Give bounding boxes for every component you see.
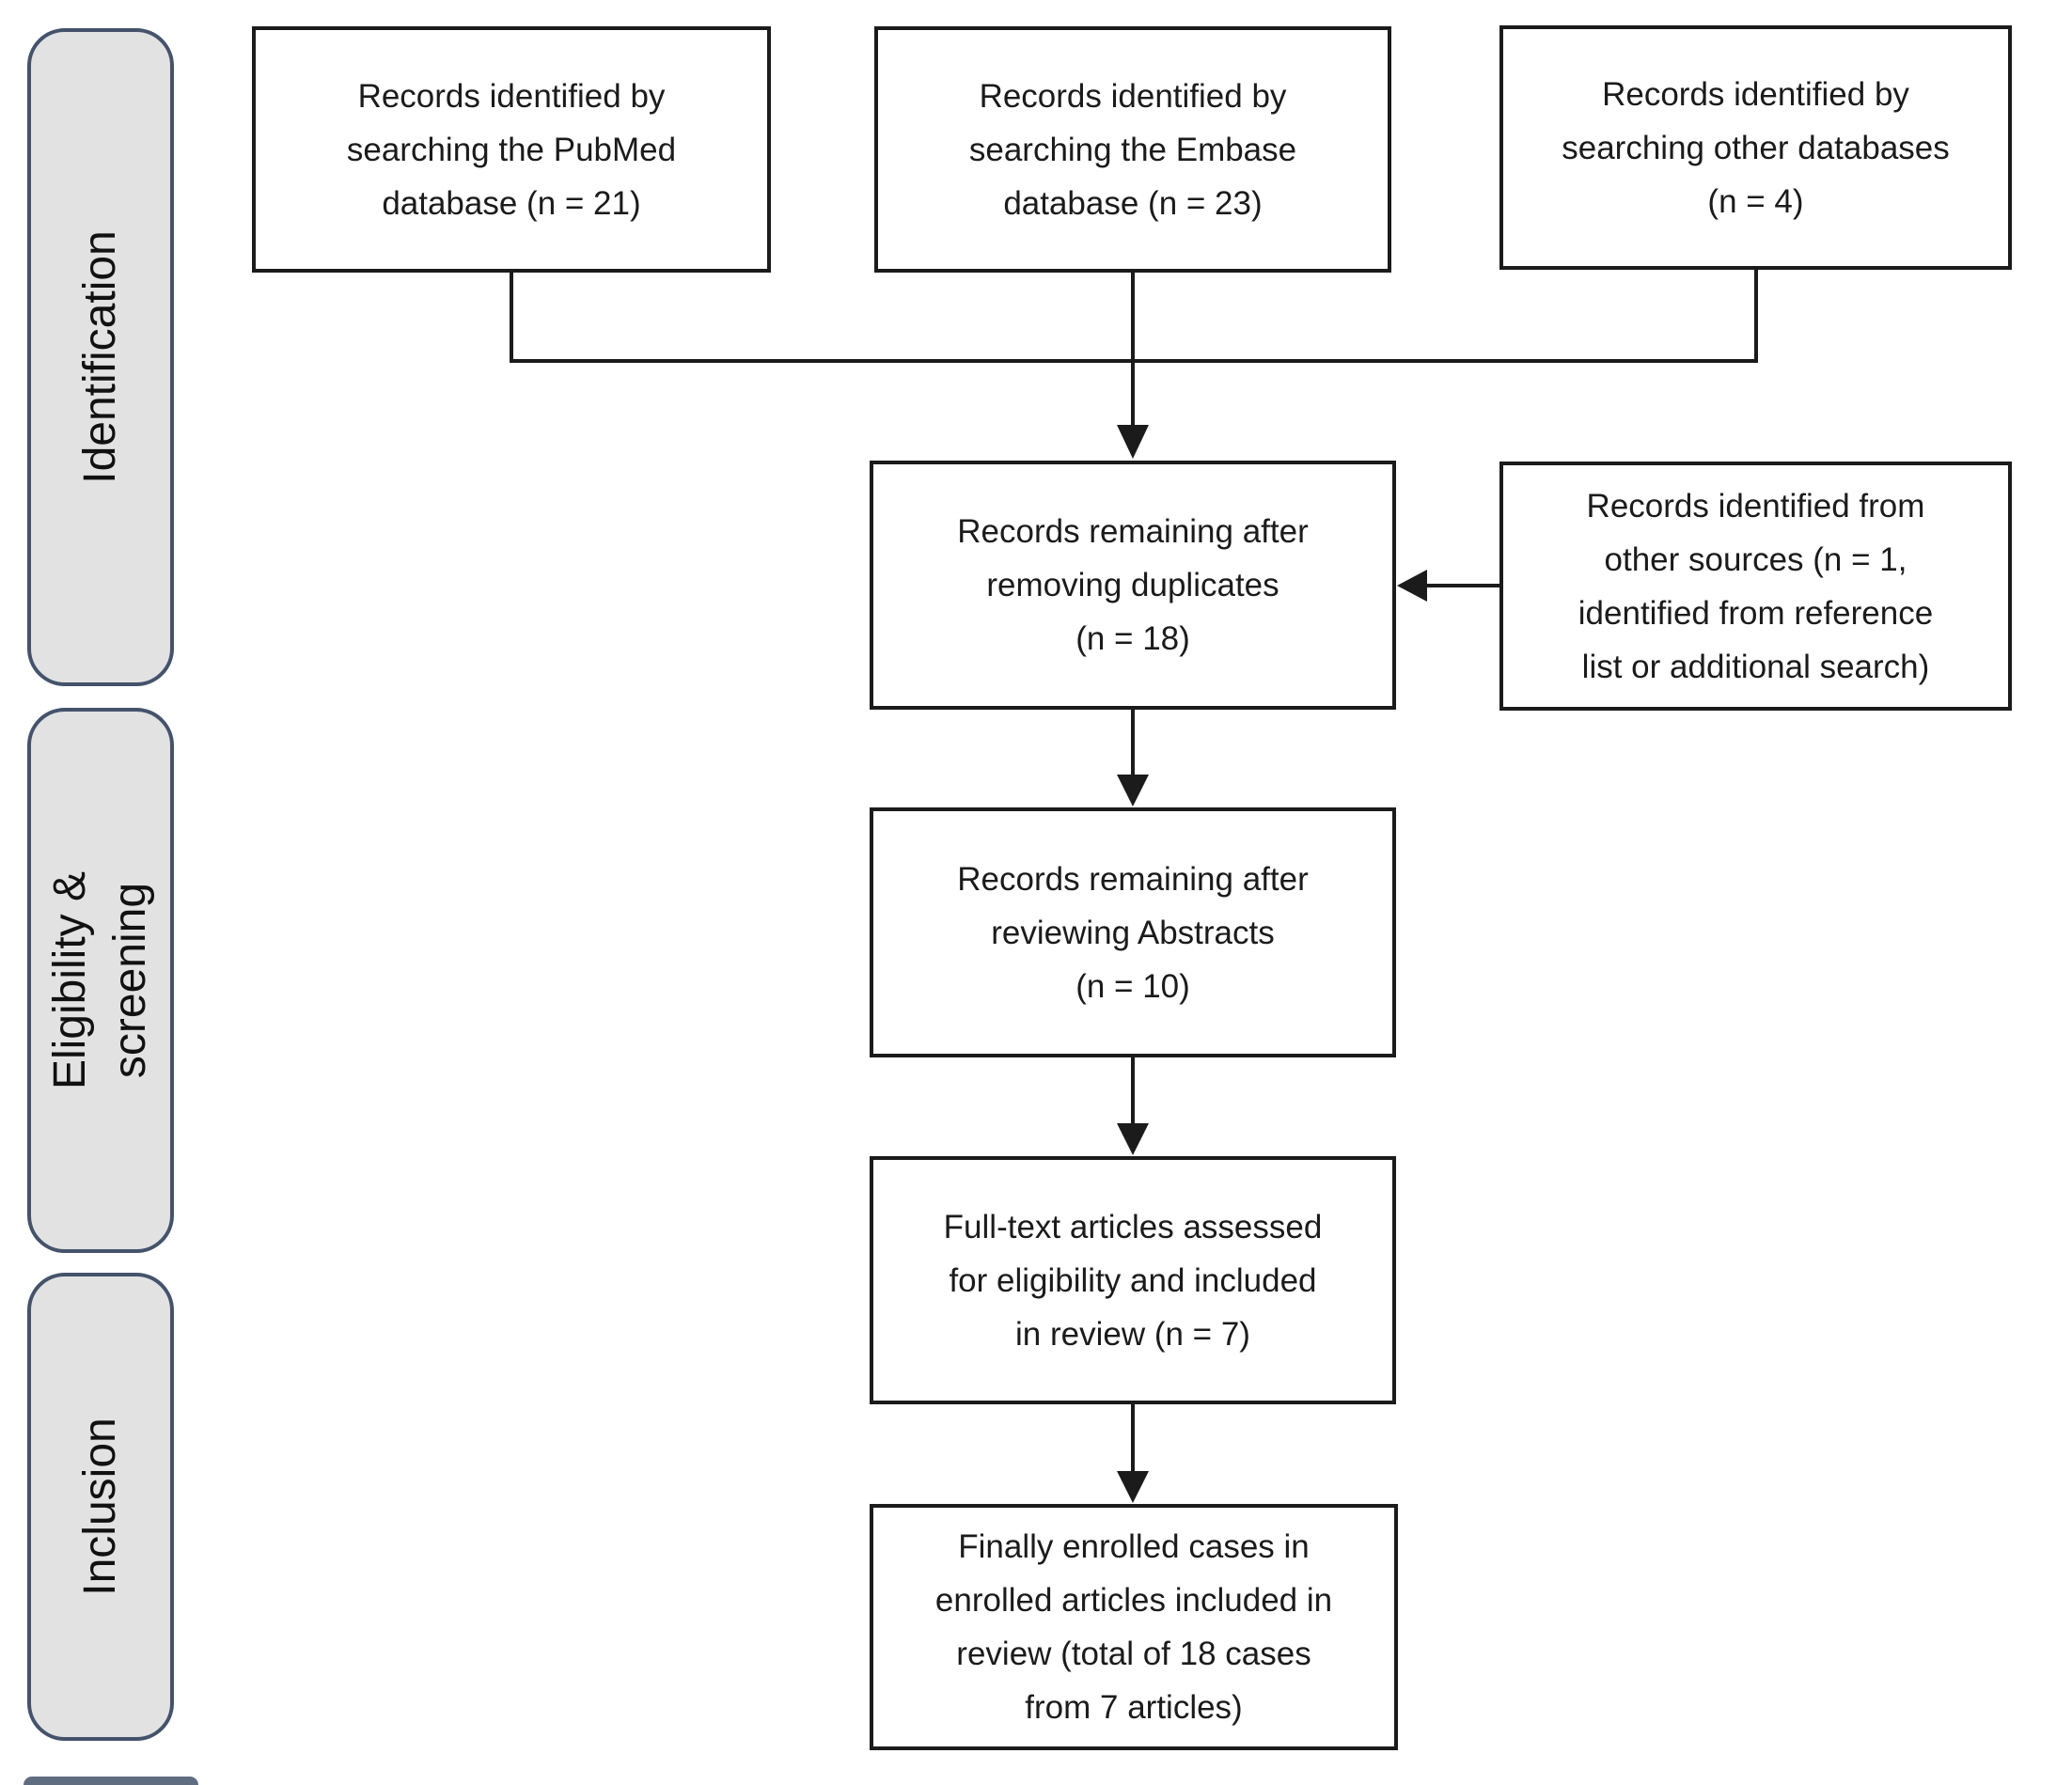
arrowhead-down-abstracts (1117, 775, 1149, 806)
stage-inclusion-label: Inclusion (75, 1417, 125, 1596)
arrowhead-down-fulltext (1117, 1123, 1149, 1155)
stage-eligibility-screening: Eligibility &screening (27, 708, 174, 1253)
arrowhead-left-othersources (1397, 570, 1427, 602)
stage-inclusion: Inclusion (27, 1273, 174, 1741)
stage-eligibility-screening-label: Eligibility &screening (45, 870, 155, 1090)
stage-identification: Identification (27, 28, 174, 686)
arrowhead-down-merge (1117, 425, 1149, 459)
stage-cutoff-edge (24, 1777, 198, 1785)
stage-identification-label: Identification (75, 230, 125, 484)
arrowhead-down-final (1117, 1471, 1149, 1503)
